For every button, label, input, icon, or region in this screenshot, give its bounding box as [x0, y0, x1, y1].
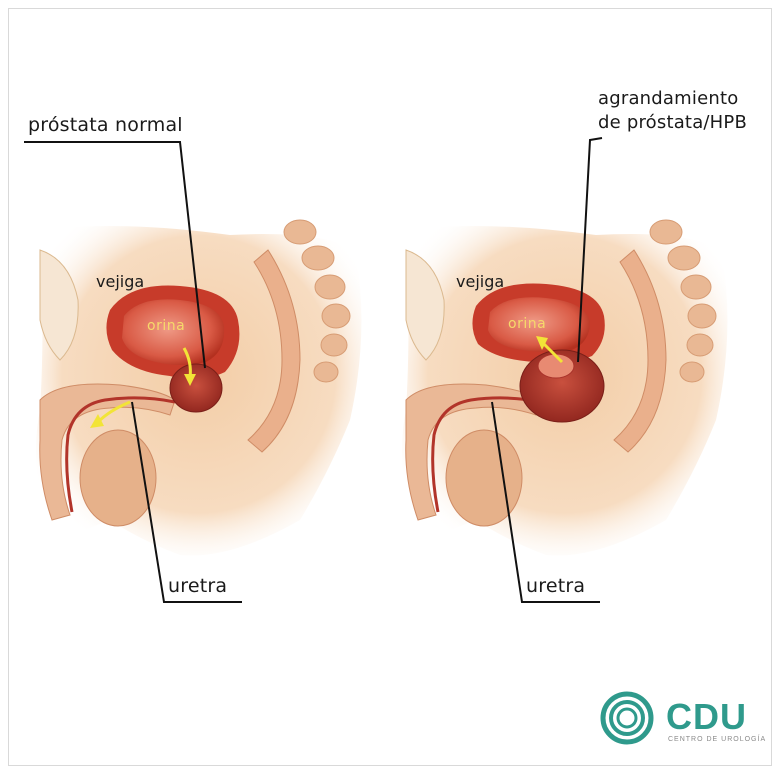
cdu-logo-icon	[603, 694, 651, 742]
left-anatomy	[36, 220, 361, 556]
left-urethra-label: uretra	[168, 575, 227, 597]
left-title: próstata normal	[28, 114, 183, 136]
right-urine-label: orina	[508, 316, 546, 332]
left-bladder-label: vejiga	[96, 272, 144, 291]
right-anatomy	[402, 220, 727, 556]
right-title-line1: agrandamiento	[598, 88, 738, 109]
right-bladder-label: vejiga	[456, 272, 504, 291]
right-title-line2: de próstata/HPB	[598, 112, 747, 133]
logo-subtitle: CENTRO DE UROLOGÍA	[668, 736, 766, 743]
right-testicle	[446, 430, 522, 526]
logo-name: CDU	[666, 696, 747, 738]
left-urine-label: orina	[147, 318, 185, 334]
left-prostate	[170, 364, 222, 412]
right-urethra-label: uretra	[526, 575, 585, 597]
